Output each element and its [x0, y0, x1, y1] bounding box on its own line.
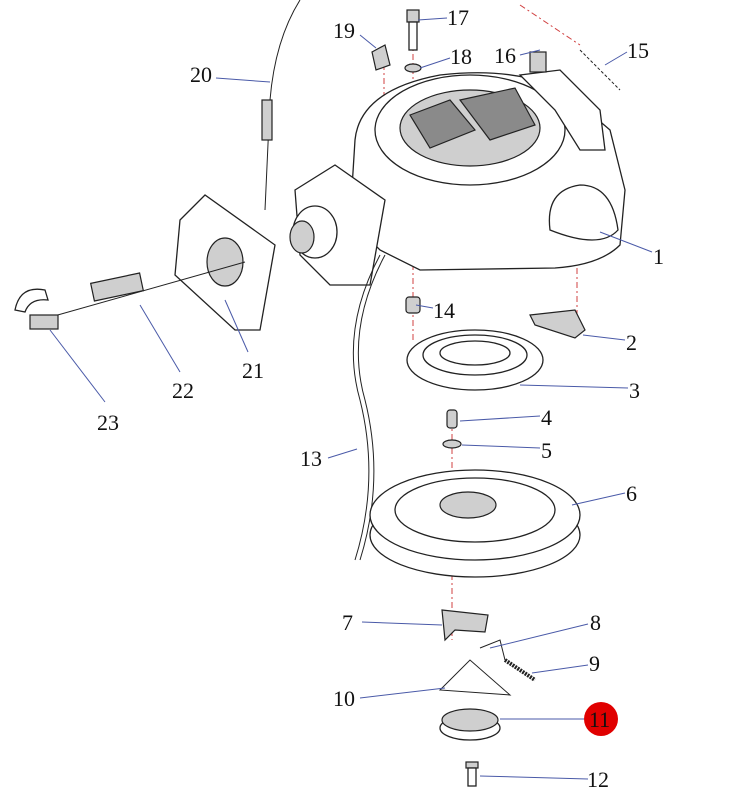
- friction-spring: [438, 659, 512, 696]
- ratchet-pawl: [441, 609, 489, 642]
- spring-holder: [529, 51, 547, 73]
- rope-pulley: [369, 469, 581, 578]
- screw-washer: [442, 439, 462, 449]
- bolt-head: [406, 9, 420, 23]
- pawl-lever: [529, 309, 586, 339]
- part-label-11[interactable]: 11: [589, 707, 610, 732]
- highlight-marker: [584, 702, 618, 736]
- part-label-1[interactable]: 1: [653, 244, 664, 269]
- part-label-4[interactable]: 4: [541, 405, 552, 430]
- part-label-23[interactable]: 23: [97, 410, 119, 435]
- pawl-wire: [479, 639, 506, 661]
- part-label-15[interactable]: 15: [627, 38, 649, 63]
- part-label-18[interactable]: 18: [450, 44, 472, 69]
- screw: [446, 409, 458, 429]
- part-label-12[interactable]: 12: [587, 767, 609, 792]
- starter-rope: [352, 254, 381, 561]
- part-label-22[interactable]: 22: [172, 378, 194, 403]
- part-label-17[interactable]: 17: [447, 5, 469, 30]
- recoil-spring: [406, 329, 544, 391]
- rope-guide-plate: [174, 194, 276, 331]
- rod-hook: [14, 288, 49, 313]
- part-label-5[interactable]: 5: [541, 438, 552, 463]
- part-label-9[interactable]: 9: [589, 651, 600, 676]
- center-bolt-shank: [467, 767, 477, 787]
- part-label-7[interactable]: 7: [342, 610, 353, 635]
- washer: [404, 63, 422, 73]
- part-label-10[interactable]: 10: [333, 686, 355, 711]
- clip: [371, 44, 391, 71]
- pawl-spring: [503, 658, 537, 682]
- leader-lines: [49, 17, 653, 780]
- tension-spring: [579, 49, 621, 91]
- part-label-16[interactable]: 16: [494, 43, 516, 68]
- throttle-cable: [264, 0, 301, 211]
- friction-plate: [439, 708, 501, 741]
- part-label-8[interactable]: 8: [590, 610, 601, 635]
- bushing: [405, 296, 421, 314]
- rod-clamp: [89, 272, 145, 302]
- part-label-2[interactable]: 2: [626, 330, 637, 355]
- bolt-shank: [408, 21, 418, 51]
- cable-ferrule: [261, 99, 273, 141]
- part-label-21[interactable]: 21: [242, 358, 264, 383]
- part-label-3[interactable]: 3: [629, 378, 640, 403]
- part-label-20[interactable]: 20: [190, 62, 212, 87]
- part-label-19[interactable]: 19: [333, 18, 355, 43]
- assembly-axis-spring: [519, 4, 581, 46]
- center-bolt-head: [465, 761, 479, 769]
- starter-housing: [289, 69, 626, 286]
- rod-end: [29, 314, 59, 330]
- part-label-14[interactable]: 14: [433, 298, 455, 323]
- part-label-6[interactable]: 6: [626, 481, 637, 506]
- part-label-13[interactable]: 13: [300, 446, 322, 471]
